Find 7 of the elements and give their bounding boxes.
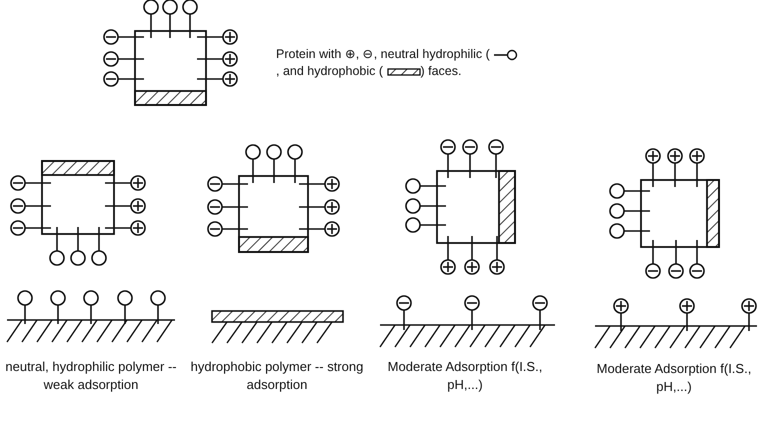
legend-text: Protein with ⊕, ⊖, neutral hydrophilic (	[276, 47, 490, 61]
caption-text: Moderate Adsorption f(I.S., pH,...)	[386, 358, 544, 394]
caption-text: neutral, hydrophilic polymer -- weak adsorption	[4, 358, 178, 394]
legend-text: , and hydrophobic (	[276, 64, 384, 78]
caption-text: Moderate Adsorption f(I.S., pH,...)	[596, 360, 752, 396]
legend-text: ) faces.	[420, 64, 462, 78]
caption-text: hydrophobic polymer -- strong adsorption	[190, 358, 364, 394]
